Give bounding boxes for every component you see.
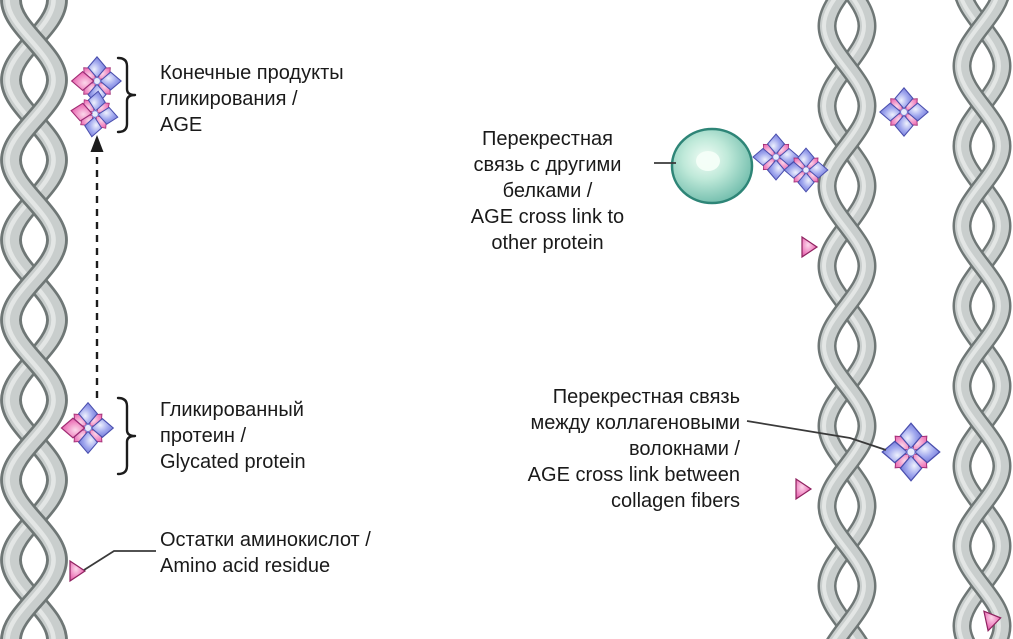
label-line: AGE cross link to [470, 206, 625, 228]
collagen-fiber-right-2 [959, 0, 1002, 639]
label-line: Amino acid residue [160, 555, 331, 577]
label-line: other protein [491, 232, 604, 254]
label-line: collagen fibers [611, 490, 740, 512]
label-line: белками / [502, 180, 593, 202]
label-line: AGE cross link between [527, 464, 740, 486]
glycated-protein-icon [61, 403, 113, 454]
pointer-line-crosslink-fibers [746, 420, 887, 451]
label-crosslink-other-protein: Перекрестная связь с другими белками / A… [440, 126, 655, 256]
label-line: Glycated protein [160, 451, 306, 473]
label-line: между коллагеновыми [530, 412, 740, 434]
pointer-line-amino-acid [83, 550, 156, 571]
age-molecule-right-icon [880, 88, 928, 136]
brace-age-products [116, 56, 137, 134]
age-molecule-icon [68, 57, 121, 140]
collagen-fiber-left [8, 0, 57, 639]
label-line: Перекрестная [482, 128, 613, 150]
label-line: Гликированный [160, 399, 304, 421]
collagen-fiber-right-1 [824, 0, 867, 639]
age-crosslink-fibers-icon [882, 423, 940, 481]
dashed-up-arrow-icon [90, 135, 104, 398]
label-line: связь с другими [473, 154, 622, 176]
label-line: Конечные продукты [160, 62, 344, 84]
label-line: волокнами / [628, 438, 740, 460]
label-line: гликирования / [160, 88, 298, 110]
label-glycated-protein: Гликированный протеин / Glycated protein [160, 397, 306, 475]
label-age-products: Конечные продукты гликирования / AGE [160, 60, 344, 138]
label-crosslink-fibers: Перекрестная связь между коллагеновыми в… [528, 384, 740, 514]
label-line: Перекрестная связь [552, 386, 740, 408]
label-line: Остатки аминокислот / [160, 529, 371, 551]
brace-glycated-protein [116, 396, 137, 476]
label-line: AGE [160, 114, 203, 136]
other-protein-blob-icon [670, 127, 754, 205]
age-crosslink-other-protein-icon [753, 134, 828, 192]
label-amino-acid: Остатки аминокислот / Amino acid residue [160, 527, 371, 579]
label-line: протеин / [160, 425, 247, 447]
